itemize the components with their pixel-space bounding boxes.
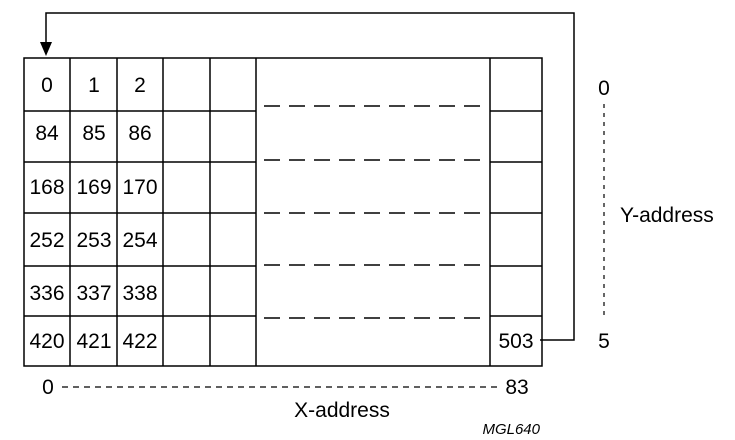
- cell-label: 338: [122, 282, 157, 305]
- wrap-around-arrow: [40, 12, 575, 341]
- y-axis-end: 5: [598, 330, 610, 353]
- cell-label: 85: [82, 122, 105, 145]
- x-axis-start: 0: [42, 376, 54, 399]
- cell-label: 84: [35, 122, 59, 145]
- y-axis: 0 Y-address 5: [598, 77, 714, 353]
- y-axis-start: 0: [598, 77, 610, 100]
- cell-label: 422: [122, 330, 157, 353]
- grid-outline: [23, 57, 543, 367]
- cell-label: 337: [76, 282, 111, 305]
- cell-label: 252: [29, 229, 64, 252]
- cell-label: 421: [76, 330, 111, 353]
- wrap-arrow-line: [45, 12, 575, 341]
- row-separators: [24, 110, 542, 317]
- cell-label: 253: [76, 229, 111, 252]
- cell-label: 168: [29, 176, 64, 199]
- x-axis-end: 83: [505, 376, 528, 399]
- last-cell-label: 503: [498, 330, 533, 353]
- cell-labels: 0 1 2 84 85 86 168 169 170 252 253 254 336 337 338 420 4…: [29, 74, 157, 353]
- cell-label: 254: [122, 229, 157, 252]
- cell-label: 86: [128, 122, 151, 145]
- x-axis: 0 83 X-address: [42, 376, 529, 422]
- x-axis-label: X-address: [294, 399, 390, 422]
- figure-tag: MGL640: [482, 421, 540, 438]
- wrap-arrow-head: [40, 42, 52, 56]
- cell-label: 170: [122, 176, 157, 199]
- y-axis-label: Y-address: [620, 204, 714, 227]
- continuation-dashes: [264, 105, 484, 319]
- cell-label: 169: [76, 176, 111, 199]
- cell-label: 1: [88, 74, 100, 97]
- cell-label: 2: [134, 74, 146, 97]
- cell-label: 0: [41, 74, 53, 97]
- memory-grid: [23, 57, 543, 367]
- cell-label: 336: [29, 282, 64, 305]
- cell-label: 420: [29, 330, 64, 353]
